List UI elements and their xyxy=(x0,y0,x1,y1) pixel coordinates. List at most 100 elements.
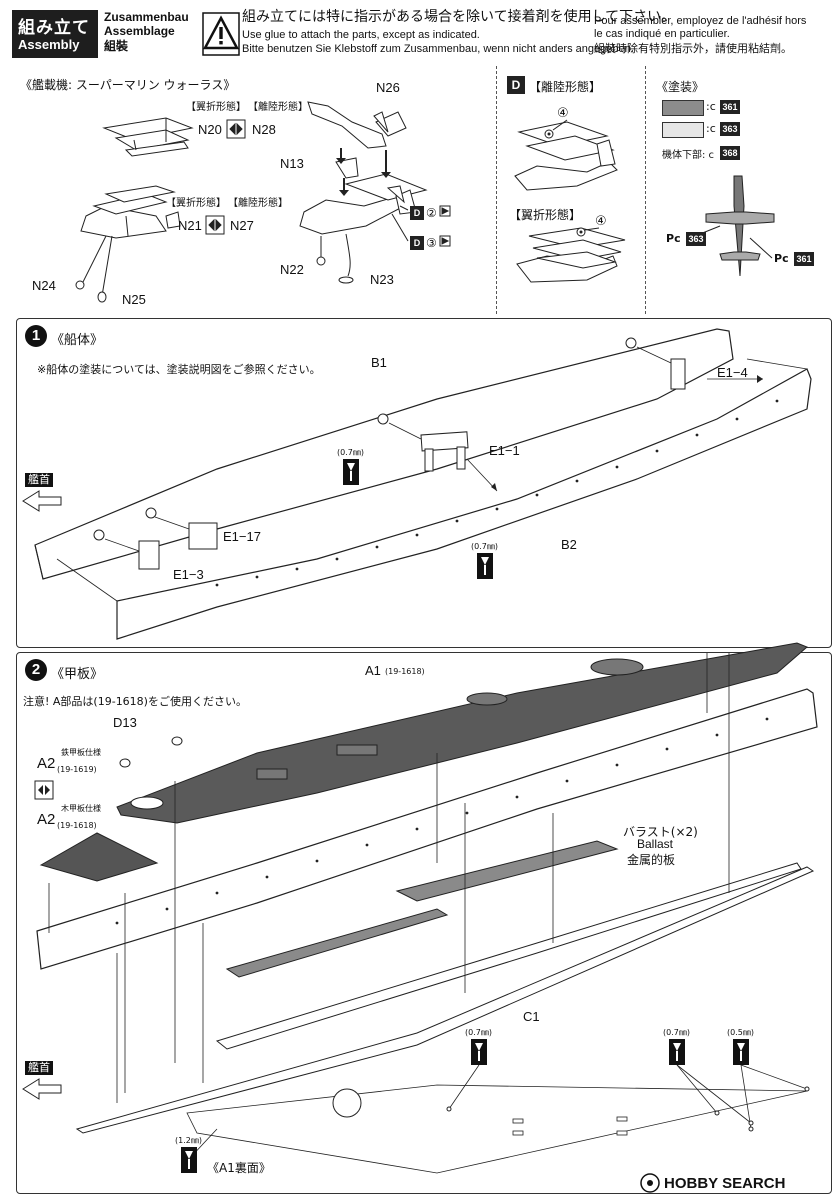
step2-bow-label: 艦首 xyxy=(25,1061,53,1075)
note-zh: 組裝時除有特別指示外，請使用粘結劑。 xyxy=(594,42,792,55)
part-a1-code: (19-1618) xyxy=(385,667,425,676)
decal-2: ② xyxy=(426,206,437,220)
takeoff-title: 【離陸形態】 xyxy=(529,80,602,94)
note-jp: 組み立てには特に指示がある場合を除いて接着剤を使用して下さい。 xyxy=(242,9,676,25)
callout-c-363: Pc xyxy=(666,232,681,245)
part-n25: N25 xyxy=(122,292,146,307)
logo-mark-icon: HOBBY SEARCH xyxy=(640,1173,785,1193)
drill-size-5: (0.5㎜) xyxy=(727,1028,754,1037)
part-d13: D13 xyxy=(113,715,137,730)
aircraft-panel: 《艦載機: スーパーマリン ウォーラス》 xyxy=(16,66,490,314)
ballast-jp: バラスト(×2) xyxy=(623,825,698,839)
assembly-badge: 組み立て Assembly xyxy=(12,10,98,58)
step2-bow: 艦首 xyxy=(23,1061,61,1089)
code-368: 368 xyxy=(720,146,740,160)
callout-code-361: 361 xyxy=(794,252,814,266)
note-fr-2: le cas indiqué en particulier. xyxy=(594,28,730,40)
decal-d-2: D xyxy=(410,236,424,250)
step1-panel: 1 《船体》 ※船体の塗装については、塗装説明図をご参照ください。 xyxy=(16,318,832,648)
decal-d-1: D xyxy=(410,206,424,220)
folded-title: 【翼折形態】 xyxy=(509,208,582,222)
decal-4-a: ④ xyxy=(557,106,569,121)
part-a2-iron: A2 xyxy=(37,755,56,772)
note-de: Bitte benutzen Sie Klebstoff zum Zusamme… xyxy=(242,43,634,55)
step1-bow: 艦首 xyxy=(23,473,61,501)
drill-size-1: (0.7㎜) xyxy=(337,448,364,457)
part-b1: B1 xyxy=(371,355,387,370)
drill-size-3: (0.7㎜) xyxy=(465,1028,492,1037)
step1-number: 1 xyxy=(25,325,47,347)
underside-label: 機体下部: c xyxy=(662,150,715,161)
part-e1-3: E1−3 xyxy=(173,567,204,582)
drill-icon-2: (0.7㎜) xyxy=(471,542,498,579)
drill-icon-5: (0.5㎜) xyxy=(727,1028,754,1065)
decal-4-b: ④ xyxy=(595,214,607,229)
mode-takeoff-2: 【離陸形態】 xyxy=(228,198,288,209)
hull-drawing xyxy=(22,328,812,640)
code-361: 361 xyxy=(720,100,740,114)
drill-size-6: (1.2㎜) xyxy=(175,1136,202,1145)
swatch-363 xyxy=(662,122,704,138)
step2-number: 2 xyxy=(25,659,47,681)
part-b2: B2 xyxy=(561,537,577,552)
mode-wing-folded-2: 【翼折形態】 xyxy=(166,198,226,209)
callout-code-363: 363 xyxy=(686,232,706,246)
paint-title: 《塗装》 xyxy=(656,80,705,94)
part-c1: C1 xyxy=(523,1009,540,1024)
part-n13: N13 xyxy=(280,156,304,171)
step2-caution: 注意! A部品は(19-1618)をご使用ください。 xyxy=(23,695,247,708)
drill-size-2: (0.7㎜) xyxy=(471,542,498,551)
decal-panel: D 【離陸形態】 ④ 【翼折形態】 ④ xyxy=(496,66,646,314)
part-e1-4: E1−4 xyxy=(717,365,748,380)
drill-icon-3: (0.7㎜) xyxy=(465,1028,492,1065)
aircraft-drawing xyxy=(75,101,451,303)
drill-size-4: (0.7㎜) xyxy=(663,1028,690,1037)
part-n28: N28 xyxy=(252,122,276,137)
warning-icon xyxy=(202,12,240,56)
note-fr-1: Pour assembler, employez de l'adhésif ho… xyxy=(594,15,807,27)
drill-icon-6: (1.2㎜) xyxy=(175,1136,202,1173)
part-n20: N20 xyxy=(198,122,222,137)
part-n26: N26 xyxy=(376,80,400,95)
step1-note: ※船体の塗装については、塗装説明図をご参照ください。 xyxy=(37,363,321,376)
decal-3: ③ xyxy=(426,236,437,250)
deck-drawing xyxy=(22,642,818,1174)
part-n24: N24 xyxy=(32,278,56,293)
a2-iron-label: 鉄甲板仕様 xyxy=(61,748,101,757)
decal-panel-d: D xyxy=(507,76,525,94)
part-n22: N22 xyxy=(280,262,304,277)
decal-aircraft-drawings xyxy=(514,119,626,283)
swatch-361 xyxy=(662,100,704,116)
aircraft-panel-title: 《艦載機: スーパーマリン ウォーラス》 xyxy=(20,78,236,92)
lang-fr: Assemblage xyxy=(104,24,175,38)
mode-wing-folded-1: 【翼折形態】 xyxy=(186,102,246,113)
part-a1: A1 xyxy=(365,663,381,678)
badge-jp: 組み立て xyxy=(18,18,90,38)
mode-takeoff-1: 【離陸形態】 xyxy=(248,102,308,113)
lang-zh: 組裝 xyxy=(104,39,129,53)
paint-aircraft-drawing xyxy=(689,175,775,277)
c-prefix-363: :c xyxy=(706,122,716,135)
part-a2-wood: A2 xyxy=(37,811,56,828)
paint-panel: 《塗装》 :c 361 :c 363 機体下部: c 368 Pc 363 Pc… xyxy=(650,66,830,314)
a1-underside-label: 《A1裏面》 xyxy=(207,1161,271,1175)
assembly-header: 組み立て Assembly Zusammenbau Assemblage 組裝 … xyxy=(12,10,828,58)
ballast-en: Ballast xyxy=(637,837,674,851)
note-en: Use glue to attach the parts, except as … xyxy=(242,29,480,41)
hobby-search-logo: HOBBY SEARCH xyxy=(640,1172,830,1194)
drill-icon-1: (0.7㎜) xyxy=(337,448,364,485)
logo-text: HOBBY SEARCH xyxy=(664,1175,785,1192)
step2-title: 《甲板》 xyxy=(51,667,104,682)
a2-wood-code: (19-1618) xyxy=(57,821,97,830)
part-e1-17: E1−17 xyxy=(223,529,261,544)
a2-wood-label: 木甲板仕様 xyxy=(61,804,101,813)
part-n23: N23 xyxy=(370,272,394,287)
drill-icon-4: (0.7㎜) xyxy=(663,1028,690,1065)
step2-panel: 2 《甲板》 注意! A部品は(19-1618)をご使用ください。 xyxy=(16,642,832,1194)
c-prefix-361: :c xyxy=(706,100,716,113)
code-363: 363 xyxy=(720,122,740,136)
a2-iron-code: (19-1619) xyxy=(57,765,97,774)
part-n27: N27 xyxy=(230,218,254,233)
step1-title: 《船体》 xyxy=(51,333,104,348)
